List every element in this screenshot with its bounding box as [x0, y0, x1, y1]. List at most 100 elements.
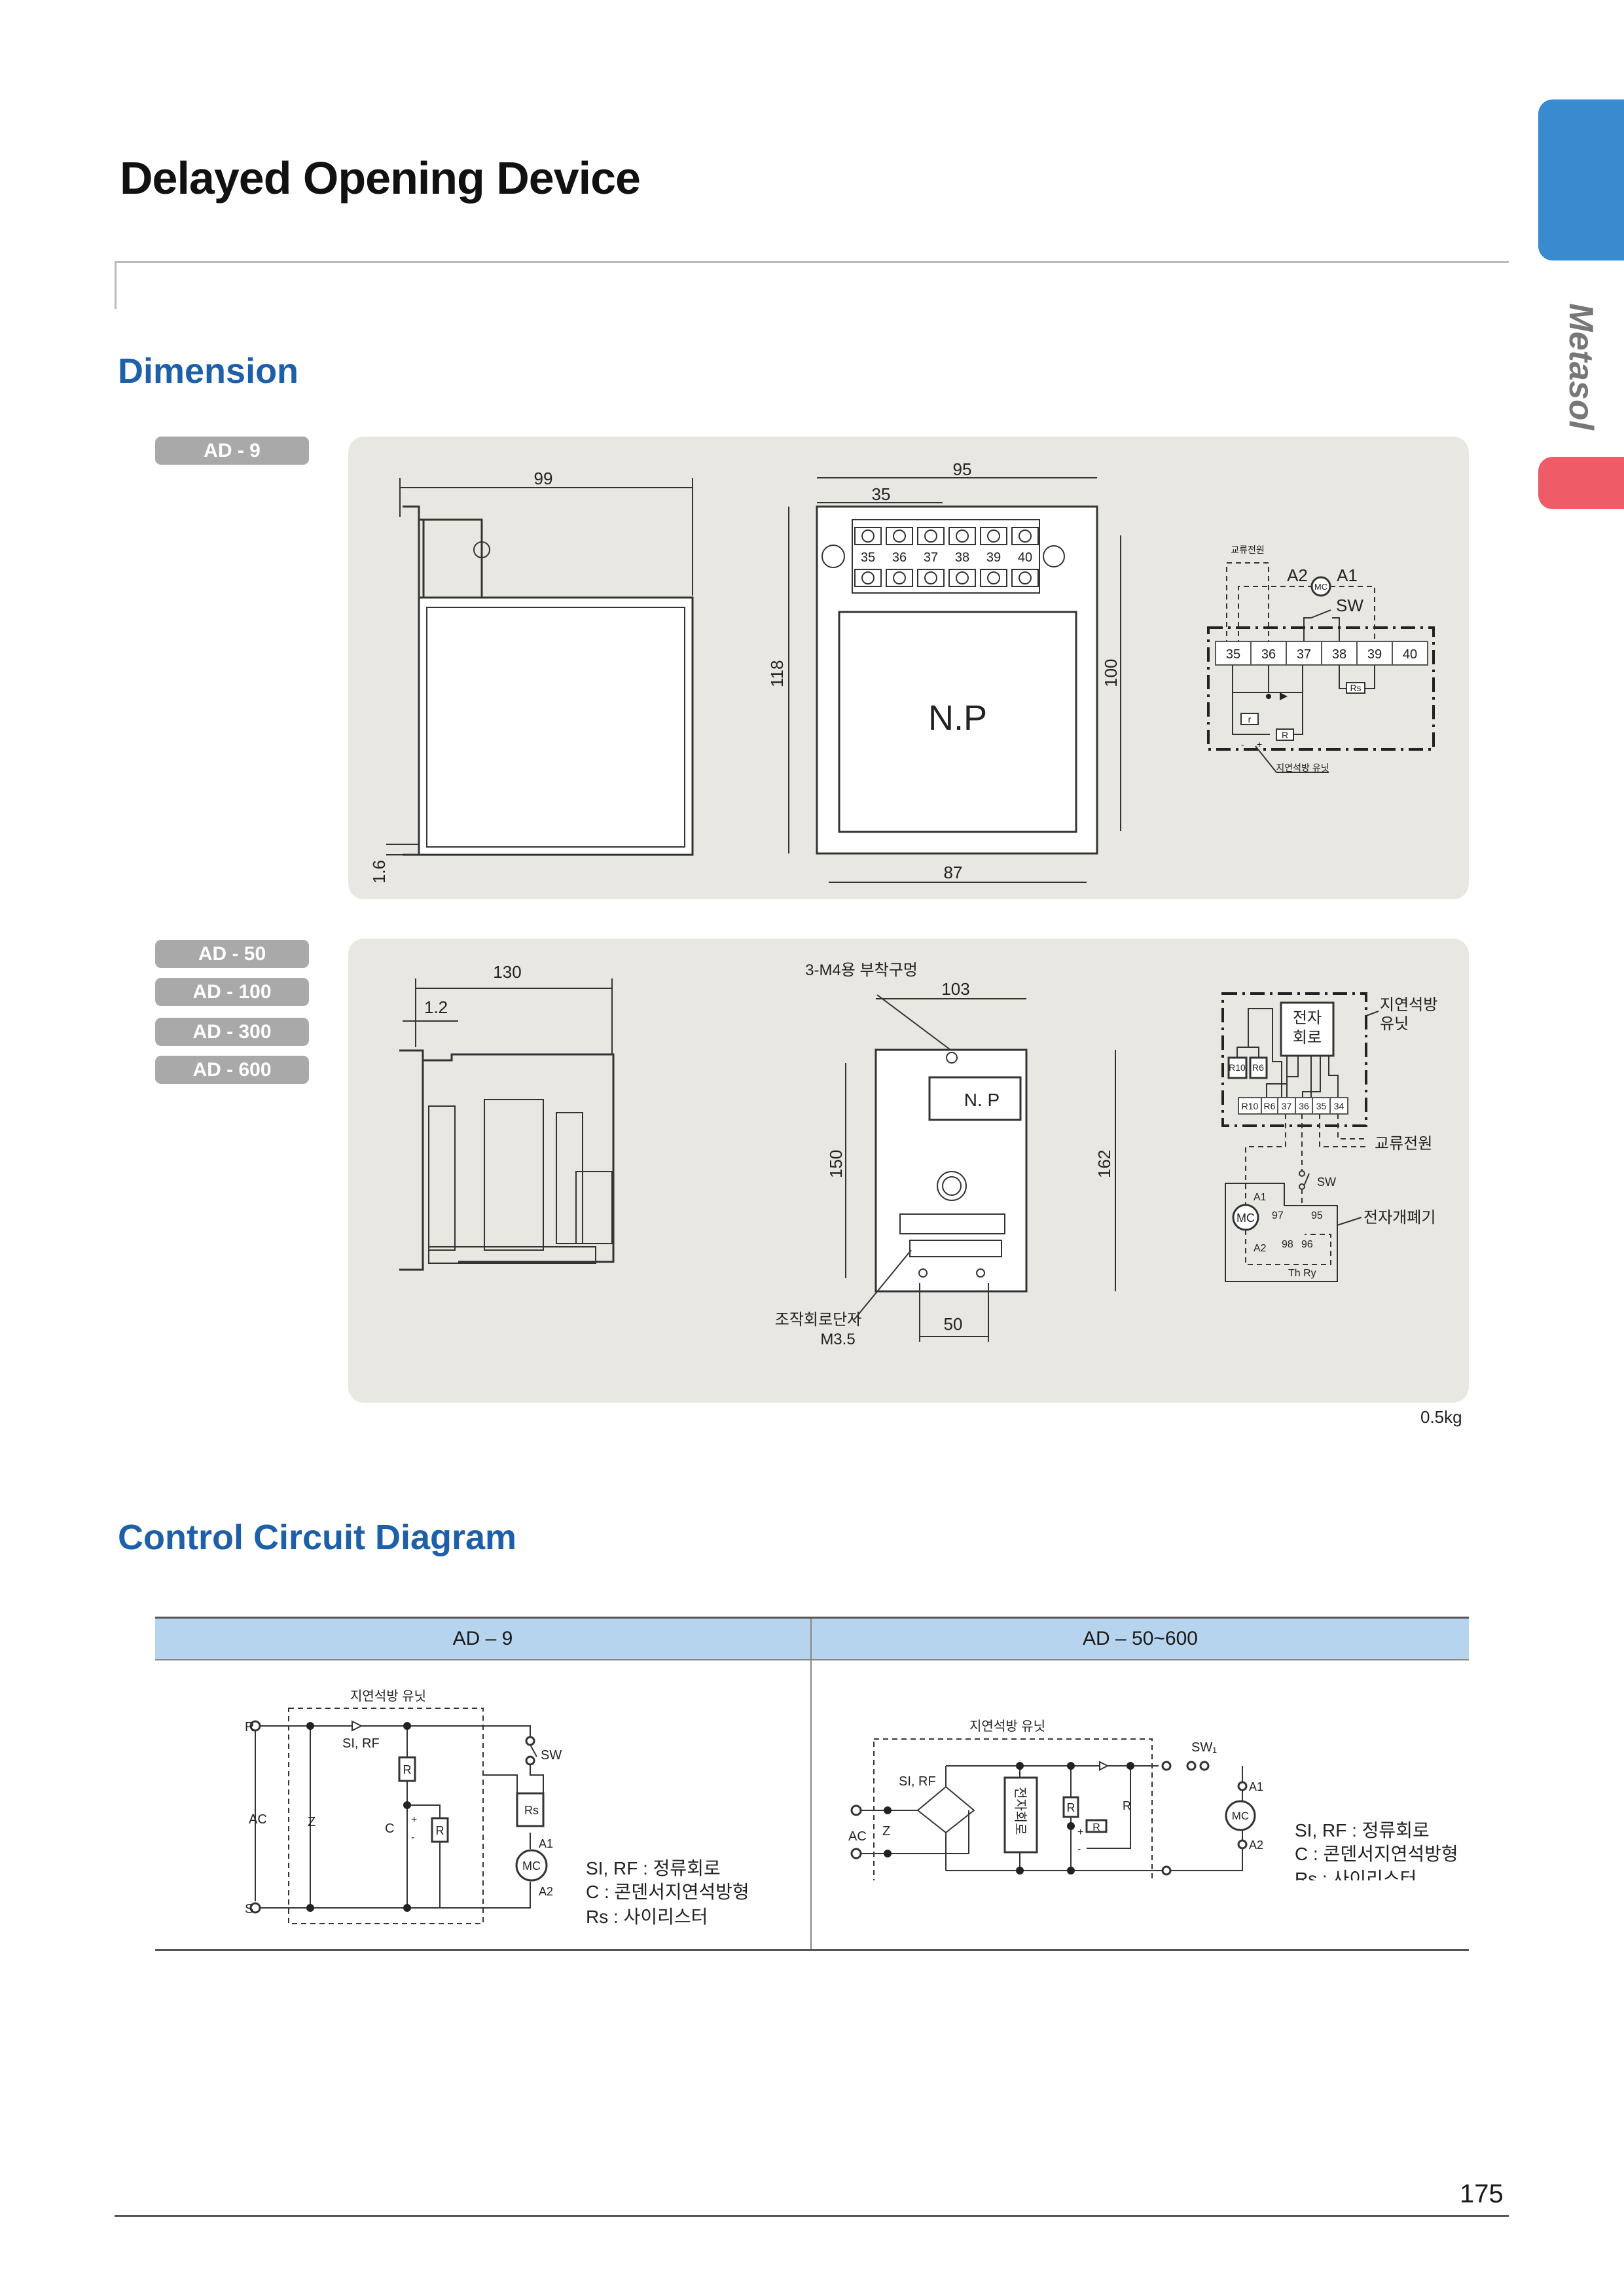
a1-label: A1 [1337, 565, 1358, 585]
ac-label-2: AC [848, 1829, 867, 1844]
electronic-circuit-label-1: 전자 [1293, 1009, 1322, 1027]
legend-rs-2: Rs : 사이리스터 [1295, 1869, 1416, 1889]
terminal-cell [1277, 1097, 1296, 1115]
dim-front-width-2: 103 [941, 979, 969, 999]
z-label-2: Z [882, 1824, 890, 1839]
terminal-number: 36 [1299, 1101, 1309, 1111]
dimension-heading: Dimension [118, 351, 299, 391]
sirf-label: SI, RF [342, 1736, 380, 1751]
terminal-number: 36 [1261, 647, 1276, 662]
column-header-ad50-600: AD – 50~600 [812, 1619, 1469, 1660]
ad50-side-view: 130 1.2 [399, 962, 615, 1271]
sw-label: SW [1336, 596, 1363, 615]
model-badge-ad50: AD - 50 [155, 940, 309, 968]
terminal-number: 38 [955, 550, 969, 565]
weight-label: 0.5kg [1420, 1407, 1462, 1427]
ac-label: AC [249, 1812, 267, 1827]
dim-bottom: 87 [944, 863, 963, 882]
unit-label-2a: 지연석방 [1380, 996, 1437, 1014]
contact-98: 98 [1282, 1239, 1293, 1250]
dim-height: 118 [767, 660, 787, 687]
terminal-number: 35 [1316, 1101, 1327, 1111]
screw-icon [956, 529, 969, 543]
screw-label: M3.5 [820, 1331, 855, 1348]
a2-label-2: A2 [1254, 1243, 1267, 1254]
terminal-number: 34 [1334, 1101, 1344, 1111]
screw-icon [861, 529, 875, 543]
terminal-number: 37 [1297, 647, 1311, 662]
dim-pitch: 50 [944, 1314, 963, 1334]
terminal-number: 40 [1018, 550, 1032, 565]
control-circuit-heading: Control Circuit Diagram [118, 1518, 517, 1557]
a1-label-2: A1 [1254, 1192, 1267, 1203]
a2-label-c: A2 [539, 1885, 553, 1898]
sw-label-c: SW [541, 1748, 562, 1763]
terminal-number: 37 [924, 550, 938, 565]
terminal-cell [1261, 1097, 1278, 1115]
screw-icon [1019, 571, 1032, 584]
terminal-screw [854, 527, 882, 545]
dim-inner-height: 100 [1101, 659, 1121, 687]
nameplate-label: N.P [928, 698, 987, 738]
terminal-number: 37 [1282, 1101, 1292, 1111]
a2-label-c2: A2 [1249, 1839, 1263, 1852]
terminal-number: 40 [1403, 647, 1417, 662]
section-tab-red[interactable] [1538, 457, 1624, 509]
terminal-r: R [245, 1720, 254, 1734]
dim-front-width: 95 [953, 459, 972, 479]
r-small-label: r [1248, 714, 1252, 725]
terminal-s: S [245, 1902, 253, 1916]
c-label: C [385, 1821, 394, 1836]
ad50-front-view: 3-M4용 부착구멍 103 N. P 150 162 50 조작회로단자 M3… [775, 961, 1116, 1348]
terminal-number: 38 [1332, 647, 1346, 662]
legend-c: C : 콘덴서지연석방형 [586, 1882, 749, 1902]
screw-icon [924, 571, 937, 584]
model-badge-ad600: AD - 600 [155, 1056, 309, 1084]
control-circuit-ad9: 지연석방 유닛 R S AC Z SI, RF R C + - R SW Rs … [245, 1689, 749, 1927]
mc-label-2: MC [1236, 1211, 1255, 1225]
ac-power-label-2: 교류전원 [1375, 1135, 1432, 1153]
divider [115, 261, 1509, 263]
r6-label: R6 [1252, 1062, 1264, 1073]
dim-plate-2: 1.2 [424, 997, 448, 1017]
nameplate-label-2: N. P [964, 1090, 1000, 1110]
screw-icon [924, 529, 937, 543]
section-tab-blue[interactable] [1538, 99, 1624, 260]
terminal-label: 조작회로단자 [775, 1311, 861, 1329]
terminal-number: 35 [861, 550, 875, 565]
legend-sirf-2: SI, RF : 정류회로 [1295, 1820, 1430, 1840]
unit-label-c2: 지연석방 유닛 [969, 1719, 1045, 1734]
plus-label-c: + [411, 1814, 417, 1825]
rs-label-c: Rs [524, 1804, 539, 1817]
model-badge-ad300: AD - 300 [155, 1018, 309, 1046]
terminal-cell [1329, 1097, 1348, 1115]
a2-label: A2 [1287, 565, 1308, 585]
thermal-relay-label: Th Ry [1288, 1268, 1316, 1279]
contactor-label: 전자개폐기 [1363, 1209, 1435, 1227]
mc-coil-label: MC [1314, 582, 1327, 592]
mc-label-c: MC [522, 1859, 541, 1873]
terminal-number: R6 [1264, 1101, 1276, 1111]
terminal-cell [1286, 641, 1322, 666]
screw-icon [987, 529, 1000, 543]
electronic-circuit-label-2: 회로 [1293, 1029, 1322, 1047]
r-label: R [1282, 730, 1288, 740]
mc-label-c2: MC [1232, 1810, 1249, 1822]
ad9-side-view: 99 1.6 [369, 469, 694, 884]
r-box2-label: R [436, 1824, 444, 1837]
dim-outer-height: 162 [1094, 1150, 1114, 1178]
dim-height-2: 150 [826, 1150, 846, 1178]
plus-label: + [1257, 739, 1262, 749]
minus-label-c2: - [1077, 1844, 1081, 1855]
terminal-number: 35 [1226, 647, 1240, 662]
terminal-cell [1295, 1097, 1313, 1115]
terminal-cell [1392, 641, 1428, 666]
z-label: Z [308, 1815, 316, 1829]
dim-plate: 1.6 [369, 860, 389, 884]
terminal-number: R10 [1242, 1101, 1259, 1111]
circuit-table: AD – 9 AD – 50~600 [155, 1617, 1469, 1951]
column-divider [810, 1619, 812, 1949]
minus-label-c: - [411, 1832, 414, 1843]
